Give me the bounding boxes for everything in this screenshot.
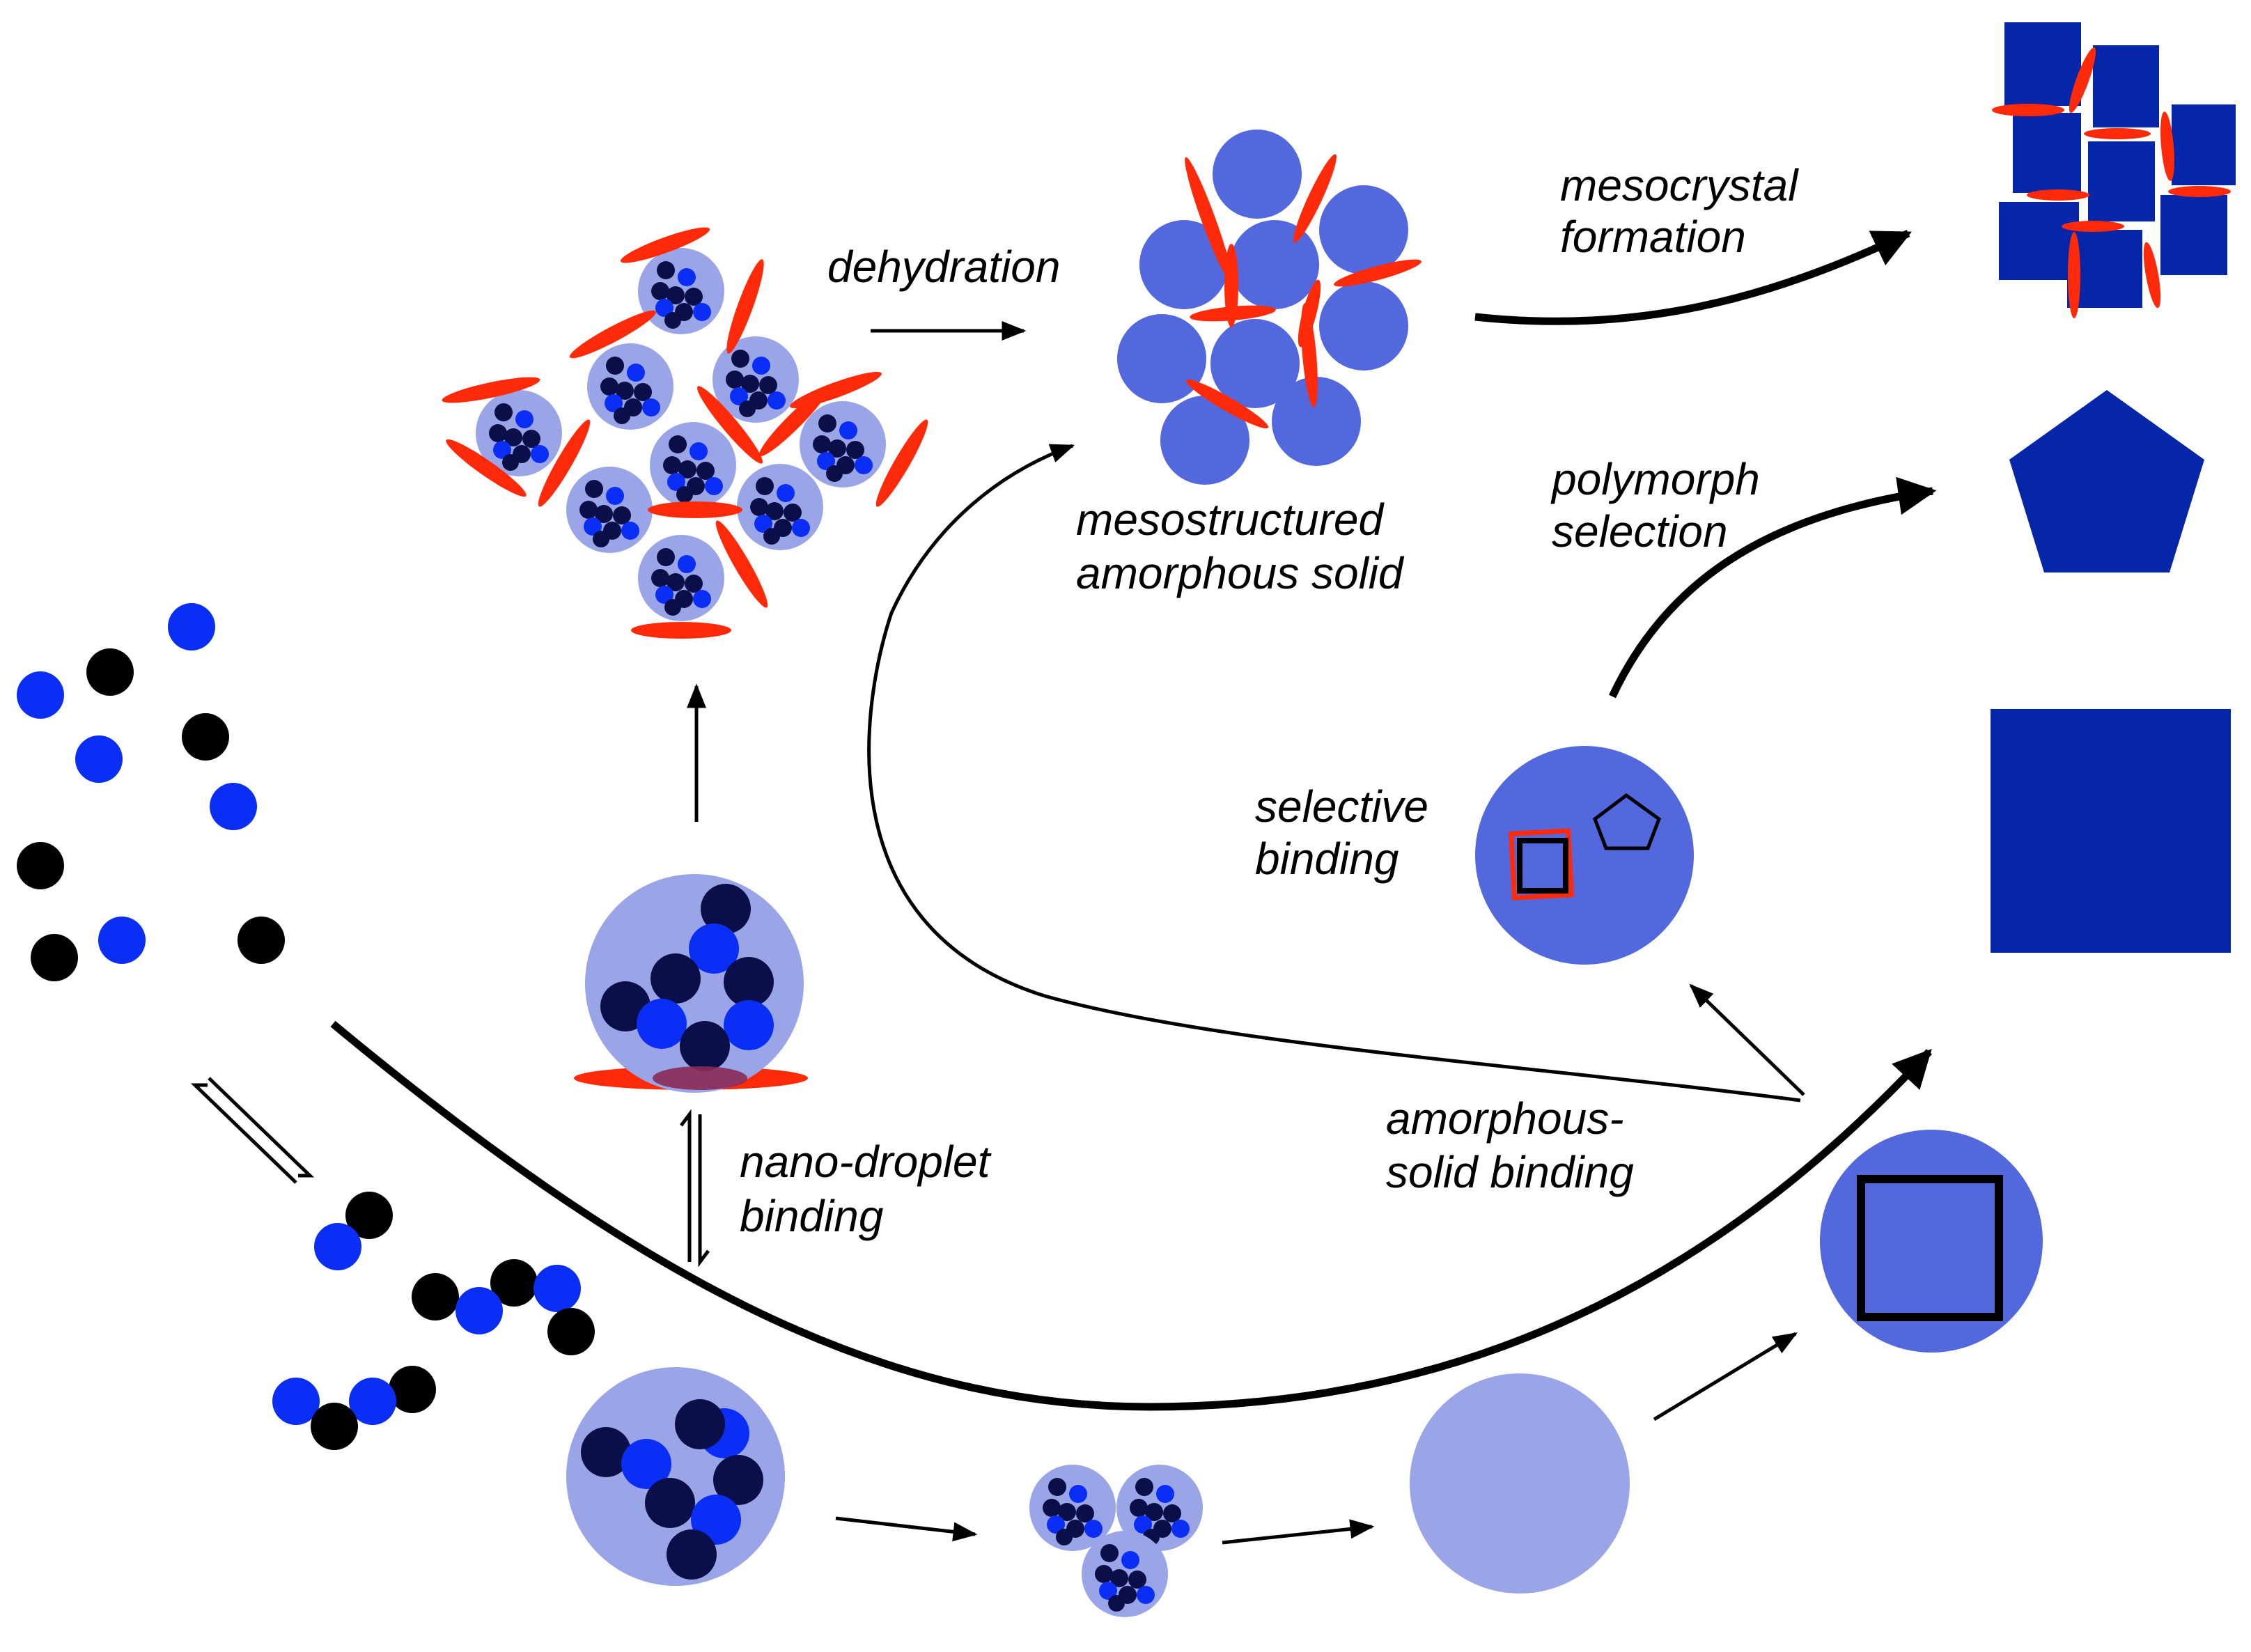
ion-black [86,648,134,696]
ion-black [182,713,229,761]
label-selective-line1: selective [1255,781,1428,832]
arrow-polymorph-selection [1609,476,1937,699]
mesostructured-amorphous-solid [1117,130,1422,485]
label-mesocrystal-line2: formation [1560,212,1746,262]
amorphous-particle [1410,1373,1630,1593]
square-nucleus [1857,1175,2003,1321]
equilibrium-arrow-ions-to-prenucleation [190,1077,315,1184]
single-crystal-square [1991,709,2231,953]
free-ions [17,603,285,981]
nano-droplet [574,874,808,1093]
crystallizing-amorphous-particle [1820,1130,2043,1353]
aggregated-droplets [442,227,928,639]
selective-binding-particle [1475,746,1694,965]
arrow-mesocrystal-formation [1474,230,1912,325]
aggregating-nanoclusters [1029,1465,1203,1617]
arrow-to-crystallizing-particle [1653,1332,1798,1421]
ion-blue [17,671,64,719]
equilibrium-arrow-nano-droplet-binding [680,1109,710,1268]
label-amorphous-line2: solid binding [1386,1147,1634,1197]
label-nanodroplet-line1: nano-droplet [740,1137,992,1187]
additive-layer [1185,154,1422,429]
additive-layer [1992,47,2231,318]
square-nucleus [1517,838,1568,894]
label-dehydration: dehydration [827,242,1060,292]
prenucleation-clusters [272,1192,595,1450]
pentagon-nucleus [1592,793,1662,850]
classical-pathway-arrow [330,1020,1933,1411]
additive-layer [442,227,928,639]
ion-black [17,842,64,889]
label-polymorph-line1: polymorph [1550,454,1760,504]
label-nanodroplet-line2: binding [740,1191,884,1241]
arrow-amorphous-to-mesostructured [867,444,1801,1102]
mesocrystal [1992,22,2236,318]
ion-blue [210,783,257,830]
ion-blue [75,735,123,783]
ion-black [237,917,285,964]
ion-blue [98,917,146,964]
arrow-to-amorphous-particle [1222,1519,1375,1545]
label-mesostructured-line2: amorphous solid [1076,548,1405,598]
liquid-droplet [566,1367,785,1586]
ion-black [31,934,78,981]
additive-layer [1508,828,1575,901]
label-selective-line2: binding [1255,834,1399,884]
polymorph-crystal-pentagon [2009,390,2204,572]
arrow-to-nanoclusters [835,1516,978,1542]
arrow-to-selective-binding [1689,983,1805,1096]
label-amorphous-line1: amorphous- [1386,1093,1624,1144]
label-mesocrystal-line1: mesocrystal [1560,160,1799,210]
label-mesostructured-line1: mesostructured [1076,494,1385,545]
ion-blue [168,603,215,650]
label-polymorph-line2: selection [1552,506,1728,556]
